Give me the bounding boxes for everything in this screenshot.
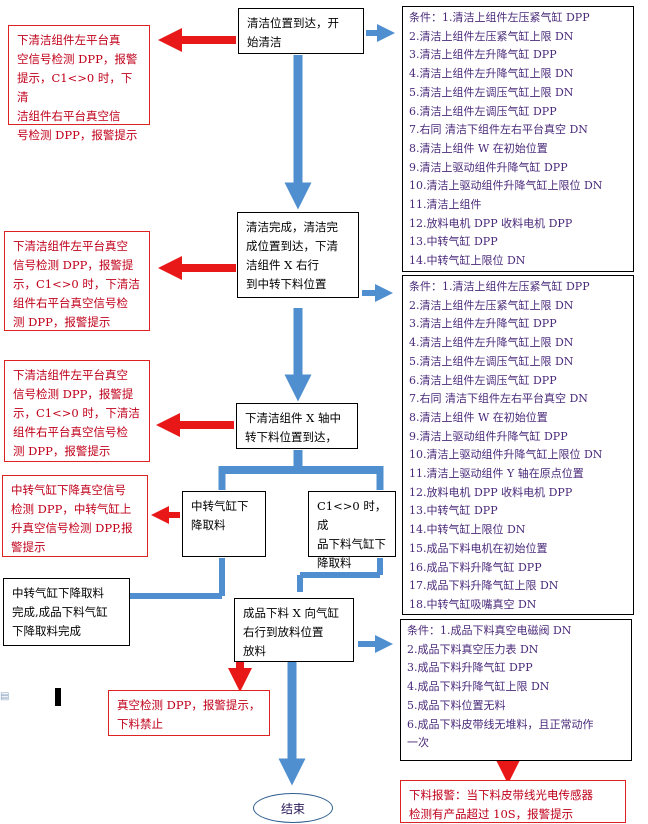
alarm-box-2: 下清洁组件左平台真空 信号检测 DPP，报警提 示，C1<>0 时，下清洁 组件…: [4, 231, 150, 331]
condition-item: 12.放料电机 DPP 收料电机 DPP: [409, 485, 573, 499]
condition-item: 条件：1.清洁上组件左压紧气缸 DPP: [409, 11, 590, 24]
step-cleaning-start: 清洁位置到达，开 始清洁: [238, 8, 364, 54]
condition-item: 2.清洁上组件左压紧气缸上限 DN: [409, 298, 574, 312]
text-cursor: [55, 688, 61, 706]
condition-item: 一次: [407, 736, 429, 750]
condition-item: 14.中转气缸上限位 DN: [409, 523, 526, 537]
condition-item: 条件：1.清洁上组件左压紧气缸 DPP: [409, 280, 590, 293]
condition-item: 13.中转气缸 DPP: [409, 504, 498, 518]
condition-item: 4.清洁上组件左升降气缸上限 DN: [409, 67, 574, 81]
condition-item: 9.清洁上驱动组件升降气缸 DPP: [409, 429, 568, 443]
step-transfer-cylinder-down: 中转气缸下 降取料: [182, 491, 266, 557]
condition-item: 5.成品下料位置无料: [407, 698, 506, 712]
condition-item: 10.清洁上驱动组件升降气缸上限位 DN: [409, 179, 603, 193]
condition-item: 9.清洁上驱动组件升降气缸 DPP: [409, 160, 568, 174]
condition-item: 4.成品下料升降气缸上限 DN: [407, 680, 550, 694]
condition-box-2: 条件：1.清洁上组件左压紧气缸 DPP 2.清洁上组件左压紧气缸上限 DN 3.…: [402, 275, 634, 615]
step-x-cylinder-release: 成品下料 X 向气缸 右行到放料位置 放料: [234, 598, 354, 662]
alarm-box-3: 下清洁组件左平台真空 信号检测 DPP，报警提 示，C1<>0 时，下清洁 组件…: [4, 360, 150, 462]
condition-item: 8.清洁上组件 W 在初始位置: [409, 410, 548, 424]
end-terminator: 结束: [253, 793, 333, 823]
condition-item: 3.清洁上组件左升降气缸 DPP: [409, 317, 557, 331]
main-flow-arrows: [130, 55, 384, 786]
condition-item: 14.中转气缸上限位 DN: [409, 254, 526, 268]
alarm-box-5: 真空检测 DPP，报警提示， 下料禁止: [108, 690, 270, 736]
condition-item: 7.右同 清洁下组件左右平台真空 DN: [409, 392, 588, 406]
condition-item: 3.成品下料升降气缸 DPP: [407, 661, 533, 675]
condition-item: 6.清洁上组件左调压气缸 DPP: [409, 373, 557, 387]
condition-item: 10.清洁上驱动组件升降气缸上限位 DN: [409, 448, 603, 462]
condition-item: 11.清洁上组件: [409, 198, 482, 212]
step-pickup-complete: 中转气缸下降取料 完成,成品下料气缸 下降取料完成: [3, 578, 130, 646]
condition-arrows: [358, 24, 395, 653]
condition-item: 8.清洁上组件 W 在初始位置: [409, 141, 548, 155]
condition-item: 7.右同 清洁下组件左右平台真空 DN: [409, 123, 588, 137]
condition-item: 17.成品下料升降气缸上限 DN: [409, 579, 559, 593]
condition-item: 3.清洁上组件左升降气缸 DPP: [409, 48, 557, 62]
condition-item: 6.清洁上组件左调压气缸 DPP: [409, 104, 557, 118]
condition-item: 18.中转气缸吸嘴真空 DN: [409, 597, 537, 611]
step-cleaning-complete: 清洁完成，清洁完 成位置到达，下清 洁组件 X 右行 到中转下料位置: [237, 212, 359, 298]
condition-item: 5.清洁上组件左调压气缸上限 DN: [409, 85, 574, 99]
condition-item: 2.成品下料真空压力表 DN: [407, 642, 539, 656]
condition-box-3: 条件：1.成品下料真空电磁阀 DN 2.成品下料真空压力表 DN 3.成品下料升…: [400, 619, 632, 761]
condition-box-1: 条件：1.清洁上组件左压紧气缸 DPP 2.清洁上组件左压紧气缸上限 DN 3.…: [402, 6, 634, 272]
condition-item: 6.成品下料皮带线无堆料，且正常动作: [407, 717, 594, 731]
alarm-box-4: 中转气缸下降真空信号 检测 DPP，中转气缸上 升真空信号检测 DPP,报 警提…: [2, 475, 148, 557]
condition-item: 11.清洁上驱动组件 Y 轴在原点位置: [409, 467, 584, 481]
alarm-box-6: 下料报警：当下料皮带线光电传感器 检测有产品超过 10S，报警提示: [400, 780, 626, 823]
condition-item: 条件：1.成品下料真空电磁阀 DN: [407, 624, 572, 637]
condition-item: 15.成品下料电机在初始位置: [409, 541, 548, 555]
condition-item: 12.放料电机 DPP 收料电机 DPP: [409, 216, 573, 230]
condition-item: 13.中转气缸 DPP: [409, 235, 498, 249]
paste-options-icon[interactable]: ▤: [0, 691, 10, 702]
condition-item: 2.清洁上组件左压紧气缸上限 DN: [409, 29, 574, 43]
condition-item: 4.清洁上组件左升降气缸上限 DN: [409, 336, 574, 350]
alarm-box-1: 下清洁组件左平台真 空信号检测 DPP，报警 提示，C1<>0 时，下清 洁组件…: [8, 25, 150, 142]
step-x-axis-arrived: 下清洁组件 X 轴中 转下料位置到达，: [236, 403, 358, 449]
step-c1-product-cylinder-down: C1<>0 时，成 品下料气缸下 降取料: [308, 491, 396, 570]
condition-item: 5.清洁上组件左调压气缸上限 DN: [409, 354, 574, 368]
condition-item: 16.成品下料升降气缸 DPP: [409, 560, 542, 574]
